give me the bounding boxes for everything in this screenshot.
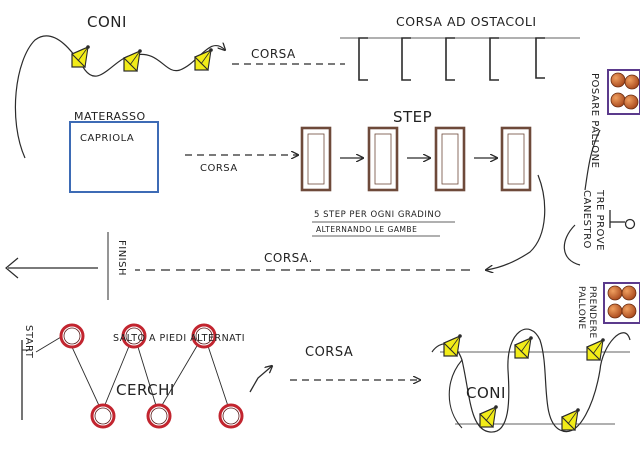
label-materasso: MATERASSO bbox=[74, 110, 146, 123]
label-step-note-2: ALTERNANDO LE GAMBE bbox=[316, 225, 418, 234]
coni-top-group bbox=[14, 35, 225, 159]
hoop-4 bbox=[146, 403, 172, 429]
path-coni-bottom bbox=[431, 328, 631, 433]
step-4 bbox=[500, 126, 532, 192]
path-right-1 bbox=[584, 129, 601, 191]
cone-1 bbox=[71, 44, 91, 68]
label-cerchi: CERCHI bbox=[116, 381, 175, 399]
step-2 bbox=[367, 126, 399, 192]
hurdle-4 bbox=[489, 37, 499, 81]
posare-pallone-box bbox=[607, 69, 640, 115]
label-salto: SALTO A PIEDI ALTERNATI bbox=[113, 333, 246, 344]
step-1 bbox=[300, 126, 332, 192]
basketball-ring bbox=[624, 218, 636, 230]
label-corsa-mid: CORSA bbox=[200, 163, 238, 174]
path-right-2 bbox=[563, 224, 581, 266]
cone-b2 bbox=[514, 335, 534, 359]
label-finish: FINISH bbox=[116, 240, 127, 276]
hurdle-1 bbox=[358, 37, 368, 81]
finish-arrowhead bbox=[5, 257, 19, 279]
label-prendere-pallone: PRENDERE PALLONE bbox=[576, 286, 597, 339]
label-capriola: CAPRIOLA bbox=[80, 133, 135, 144]
cone-2 bbox=[123, 48, 143, 72]
prendere-pallone-box bbox=[603, 282, 640, 324]
hoop-symbol bbox=[609, 210, 636, 230]
hoop-6 bbox=[218, 403, 244, 429]
label-step: STEP bbox=[393, 108, 433, 126]
path-steps-to-finish bbox=[486, 174, 546, 270]
hoops-exit-arrow bbox=[249, 366, 272, 393]
label-coni-bottom: CONI bbox=[466, 384, 506, 402]
hoop-1 bbox=[59, 323, 85, 349]
hoop-2 bbox=[90, 403, 116, 429]
label-step-note-1: 5 STEP PER OGNI GRADINO bbox=[314, 210, 442, 220]
path-coni-weave bbox=[14, 35, 225, 159]
hurdle-2 bbox=[401, 37, 411, 81]
hurdle-5 bbox=[535, 37, 545, 79]
coni-bottom-group bbox=[431, 328, 631, 433]
step-3 bbox=[434, 126, 466, 192]
cone-b3 bbox=[586, 337, 606, 361]
label-tre-prove-canestro: TRE PROVE CANESTRO bbox=[581, 190, 605, 251]
label-coni-top: CONI bbox=[87, 13, 127, 31]
hoops-group bbox=[35, 323, 244, 429]
label-corsa-top: CORSA bbox=[251, 47, 296, 61]
materasso-mat bbox=[69, 121, 159, 193]
label-corsa-ostacoli: CORSA AD OSTACOLI bbox=[396, 14, 537, 29]
label-posare-pallone: POSARE PALLONE bbox=[589, 73, 600, 169]
label-corsa-bottom: CORSA bbox=[305, 345, 354, 360]
hurdles-group bbox=[340, 37, 580, 81]
label-corsa-finish: CORSA. bbox=[264, 251, 313, 265]
hurdle-3 bbox=[445, 37, 455, 81]
label-start: START bbox=[23, 325, 34, 359]
step-group bbox=[300, 126, 532, 237]
